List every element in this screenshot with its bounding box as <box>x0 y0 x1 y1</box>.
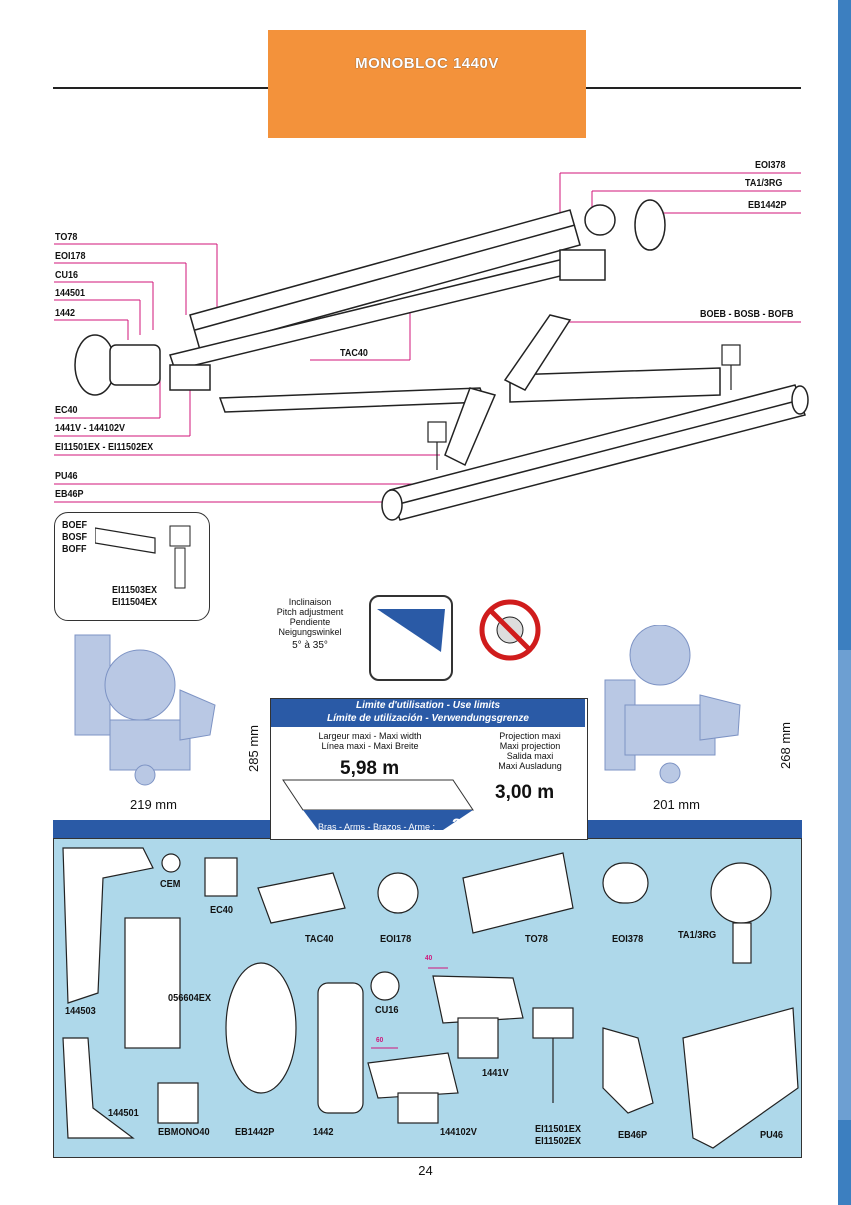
callout-1441v: 1441V - 144102V <box>55 423 126 434</box>
parts-drawings <box>62 847 799 1149</box>
page-number: 24 <box>418 1163 433 1178</box>
limits-heading-1: Limite d'utilisation - Use limits <box>355 700 501 711</box>
right-side-view <box>604 625 741 784</box>
part-144503: 144503 <box>65 1006 96 1017</box>
part-056604ex: 056604EX <box>168 993 211 1004</box>
inset-part-ei11503ex: EI11503EX <box>112 585 158 596</box>
part-ec40: EC40 <box>210 905 234 916</box>
callout-eb46p: EB46P <box>55 489 84 500</box>
part-eb46p: EB46P <box>618 1130 648 1141</box>
callout-cu16: CU16 <box>55 270 79 281</box>
left-height-dim: 285 mm <box>246 725 261 772</box>
callout-eoi378: EOI378 <box>755 160 786 171</box>
front-profile <box>381 384 809 521</box>
part-1441v: 1441V <box>482 1068 509 1079</box>
right-height-dim: 268 mm <box>778 722 793 769</box>
left-bracket <box>74 334 211 396</box>
title-banner <box>268 30 586 138</box>
max-width-value: 5,98 m <box>340 758 400 779</box>
right-bracket <box>559 199 666 281</box>
callout-to78: TO78 <box>55 232 78 243</box>
callout-eoi178: EOI178 <box>55 251 86 262</box>
part-eoi178: EOI178 <box>380 934 412 945</box>
callout-ei115: EI11501EX - EI11502EX <box>55 442 154 453</box>
part-ta1: TA1/3RG <box>678 930 717 941</box>
part-to78: TO78 <box>525 934 548 945</box>
pitch-line-es: Pendiente <box>289 617 331 627</box>
part-144102v: 144102V <box>440 1127 477 1138</box>
part-ei11501ex: EI11501EX <box>535 1124 582 1135</box>
pitch-line-fr: Inclinaison <box>288 597 332 607</box>
inset-drawing <box>95 525 191 589</box>
assembly-diagram <box>54 172 809 521</box>
callout-tac40: TAC40 <box>340 348 368 359</box>
left-arm <box>218 387 497 467</box>
callout-boeb: BOEB - BOSB - BOFB <box>700 309 794 320</box>
limits-heading-2: Límite de utilización - Verwendungsgrenz… <box>327 713 529 724</box>
part-dimension-marks <box>371 967 448 1049</box>
page-edge-bar-highlight <box>838 650 851 1120</box>
pitch-icon-box <box>369 595 453 681</box>
inset-label-bosf: BOSF <box>62 532 88 543</box>
limits-heading: Limite d'utilisation - Use limits Límite… <box>271 699 585 727</box>
left-side-view <box>74 634 216 786</box>
pitch-label: Inclinaison Pitch adjustment Pendiente N… <box>260 597 360 651</box>
width-label-1: Largeur maxi - Maxi width <box>318 731 422 741</box>
part-ei11502ex: EI11502EX <box>535 1136 582 1147</box>
dim-60: 60 <box>376 1037 384 1044</box>
proj-label-2: Maxi projection <box>499 741 561 751</box>
callout-ta1: TA1/3RG <box>745 178 783 189</box>
page-title: MONOBLOC 1440V <box>355 55 499 72</box>
part-tac40: TAC40 <box>305 934 334 945</box>
pitch-line-de: Neigungswinkel <box>278 627 342 637</box>
callout-eb1442p: EB1442P <box>748 200 787 211</box>
part-cem: CEM <box>160 879 181 890</box>
max-projection-value: 3,00 m <box>495 782 555 803</box>
no-motor-icon <box>479 599 541 661</box>
proj-label-1: Projection maxi <box>499 731 561 741</box>
part-1442: 1442 <box>313 1127 334 1138</box>
right-width-dim: 201 mm <box>653 797 700 812</box>
callout-pu46: PU46 <box>55 471 78 482</box>
callout-1442: 1442 <box>55 308 76 319</box>
part-ebmono40: EBMONO40 <box>158 1127 210 1138</box>
left-width-dim: 219 mm <box>130 797 177 812</box>
inset-label-boef: BOEF <box>62 520 88 531</box>
inset-part-ei11504ex: EI11504EX <box>112 597 158 608</box>
part-eoi378: EOI378 <box>612 934 644 945</box>
proj-label-3: Salida maxi <box>506 751 554 761</box>
roller-tube <box>189 209 581 351</box>
arms-label: Bras - Arms - Brazos - Arme : <box>318 822 436 832</box>
callout-ec40: EC40 <box>55 405 78 416</box>
pitch-line-en: Pitch adjustment <box>276 607 344 617</box>
proj-label-4: Maxi Ausladung <box>498 761 562 771</box>
width-label-2: Línea maxi - Maxi Breite <box>321 741 419 751</box>
callout-lines <box>54 172 801 503</box>
part-cu16: CU16 <box>375 1005 399 1016</box>
pitch-range: 5° à 35° <box>292 640 328 651</box>
inset-label-boff: BOFF <box>62 544 87 555</box>
part-eb1442p: EB1442P <box>235 1127 275 1138</box>
width-labels: Largeur maxi - Maxi width Línea maxi - M… <box>290 731 450 751</box>
projection-labels: Projection maxi Maxi projection Salida m… <box>480 731 580 771</box>
part-pu46: PU46 <box>760 1130 784 1141</box>
arm-brackets <box>427 344 741 470</box>
arms-value: 2 <box>452 815 462 834</box>
pitch-angle-icon <box>377 609 445 652</box>
dim-40: 40 <box>425 955 433 962</box>
part-144501: 144501 <box>108 1108 139 1119</box>
callout-144501: 144501 <box>55 288 86 299</box>
awning-icon <box>282 779 474 830</box>
right-arm <box>503 314 721 403</box>
